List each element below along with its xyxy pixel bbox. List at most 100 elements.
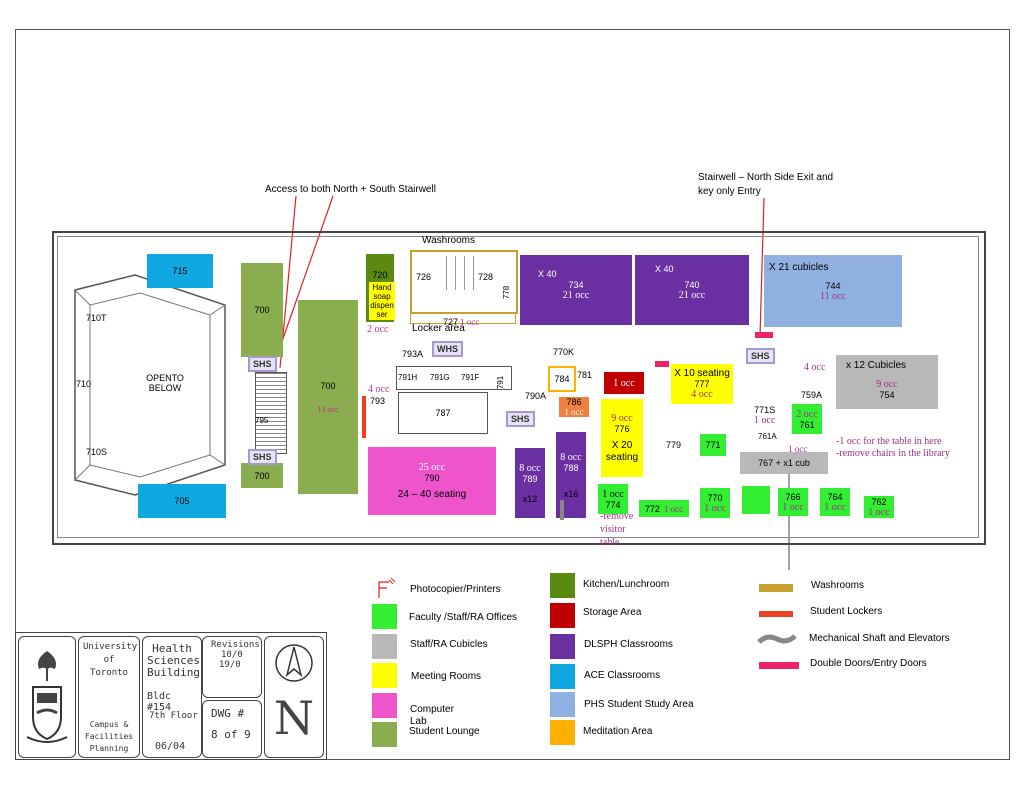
- floor-label: 7th Floor: [149, 711, 198, 721]
- washrooms-label: Washrooms: [422, 235, 475, 246]
- room-790a: 790A: [525, 391, 547, 401]
- washroom-stalls: [438, 256, 474, 290]
- occ-727: 1 occ: [460, 317, 480, 327]
- remove-visitor-note: -remove visitor table: [600, 511, 634, 548]
- university-name: University of Toronto: [83, 642, 138, 678]
- double-door-north: [755, 332, 773, 338]
- floor-plan: [52, 231, 986, 545]
- university-crest-icon: [26, 651, 68, 743]
- remove-chairs-note: -remove chairs in the library: [836, 448, 950, 459]
- double-door-center: [655, 361, 669, 367]
- legend-swatch-staff-cub: [372, 634, 397, 659]
- title-block: [15, 632, 327, 760]
- stair-795: [255, 372, 287, 454]
- dwg-box: DWG # 8 of 9: [202, 700, 262, 758]
- legend-storage: Storage Area: [583, 607, 642, 618]
- one-occ-note: -1 occ for the table in here: [836, 436, 942, 447]
- legend-swatch-mech: [757, 634, 797, 644]
- crest-box: [18, 636, 76, 758]
- stairwell-annotation: Stairwell – North Side Exit and key only…: [698, 172, 834, 197]
- legend-ace: ACE Classrooms: [584, 670, 661, 681]
- room-791: 791: [496, 375, 506, 390]
- storage-area: 1 occ: [604, 372, 644, 394]
- legend-swatch-phs: [550, 692, 575, 717]
- locker-area-label: Locker area: [412, 323, 465, 334]
- room-771: 771: [700, 434, 726, 456]
- revisions-title: Revisions: [211, 640, 260, 650]
- room-727: 727: [443, 317, 459, 327]
- room-790-computer-lab: 25 occ 790 24 – 40 seating: [368, 447, 496, 515]
- bldc-number: Bldc #154: [147, 691, 172, 713]
- hand-soap-dispenser: Hand soap dispen ser: [369, 282, 395, 320]
- legend-meeting: Meeting Rooms: [411, 671, 482, 682]
- legend-swatch-meditation: [550, 720, 575, 745]
- room-776: 9 occ 776 X 20 seating: [601, 399, 643, 477]
- whs-badge: WHS: [432, 341, 463, 357]
- atrium-open-to-below: [74, 274, 226, 496]
- legend-doors: Double Doors/Entry Doors: [810, 658, 927, 669]
- building-name: Health Sciences Building: [147, 642, 200, 679]
- room-705: 705: [138, 484, 226, 518]
- room-759a: 759A: [801, 390, 823, 400]
- shs-badge-east: SHS: [746, 348, 775, 364]
- room-777: X 10 seating 777 4 occ: [671, 364, 733, 404]
- occ-720: 2 occ: [367, 324, 389, 335]
- room-791g: 791G: [430, 373, 450, 382]
- legend-swatch-meeting: [372, 663, 397, 688]
- legend-swatch-washrooms: [759, 584, 793, 592]
- legend-swatch-lounge: [372, 722, 397, 747]
- locker-strip: [410, 312, 516, 324]
- room-office-768: [742, 486, 770, 514]
- legend-swatch-storage: [550, 603, 575, 628]
- occ-4occ: 4 occ: [804, 362, 826, 373]
- legend-dlsph: DLSPH Classrooms: [584, 639, 673, 650]
- room-767: 767 + x1 cub: [740, 452, 828, 474]
- room-728: 728: [478, 272, 494, 282]
- drawing-frame: [15, 29, 1010, 760]
- legend-washrooms: Washrooms: [811, 580, 864, 591]
- north-arrow-box: N: [264, 636, 324, 758]
- sheet-number: 8 of 9: [211, 728, 251, 741]
- room-793: 793: [370, 396, 386, 406]
- compass-icon: [275, 644, 313, 682]
- revisions-box: Revisions 10/0 19/0: [202, 636, 262, 698]
- room-710t: 710T: [86, 313, 107, 323]
- room-791-block: [396, 366, 512, 390]
- photocopier-icon: [378, 577, 396, 598]
- legend-swatch-kitchen: [550, 573, 575, 598]
- legend-photocopier: Photocopier/Printers: [410, 584, 501, 595]
- room-700-south: 700: [241, 463, 283, 488]
- room-761a: 761A: [758, 432, 777, 441]
- room-726: 726: [416, 272, 432, 282]
- legend-kitchen: Kitchen/Lunchroom: [583, 579, 670, 590]
- plan-inner-wall: [57, 236, 979, 538]
- mechanical-shaft: [560, 500, 564, 520]
- campus-planning: Campus & Facilities Planning: [84, 720, 134, 753]
- room-791f: 791F: [461, 373, 480, 382]
- room-781: 781: [577, 370, 593, 380]
- legend-swatch-doors: [759, 662, 799, 669]
- student-locker-west: [362, 396, 366, 438]
- shs-badge-center: SHS: [506, 411, 535, 427]
- room-787: 787: [398, 392, 488, 434]
- legend-mech: Mechanical Shaft and Elevators: [809, 633, 950, 644]
- legend-swatch-dlsph: [550, 634, 575, 659]
- room-700-north: 700: [241, 263, 283, 357]
- room-779: 779: [666, 440, 682, 450]
- room-700-lounge: 700 13 occ: [298, 300, 358, 494]
- legend-faculty: Faculty /Staff/RA Offices: [409, 612, 518, 623]
- room-795: 795: [255, 416, 269, 425]
- revision-2: 19/0: [219, 660, 241, 670]
- legend-phs: PHS Student Study Area: [584, 699, 694, 710]
